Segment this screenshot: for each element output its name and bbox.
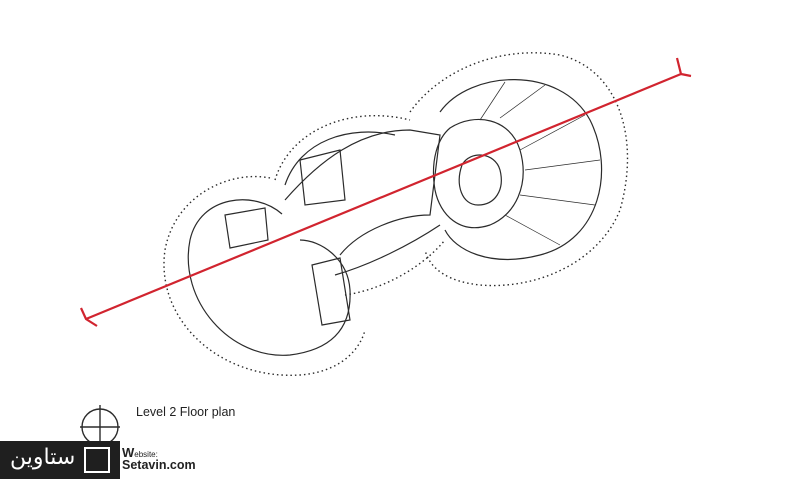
brand-name: ستاوین — [10, 445, 76, 470]
north-dotted-ring — [274, 115, 411, 181]
brand-logo: ستاوین — [0, 441, 120, 479]
east-inner-hall — [432, 119, 524, 229]
west-pavilion-outline — [187, 199, 351, 356]
brand-mark-icon — [84, 447, 110, 473]
south-arc-wing — [334, 224, 441, 276]
south-dotted-ring — [344, 239, 446, 296]
drawing-caption: Level 2 Floor plan — [136, 405, 236, 419]
east-dotted-ring — [409, 52, 629, 287]
central-link — [284, 129, 441, 256]
website-label: Website: — [122, 445, 158, 460]
east-pavilion-outline — [439, 79, 603, 260]
website-url[interactable]: Setavin.com — [122, 458, 196, 472]
west-seating-block — [224, 207, 269, 249]
north-arc-wing — [284, 131, 396, 186]
south-seating-block — [311, 257, 351, 326]
west-dotted-ring — [163, 175, 366, 376]
north-seating-block — [299, 149, 346, 206]
section-line — [79, 57, 692, 327]
